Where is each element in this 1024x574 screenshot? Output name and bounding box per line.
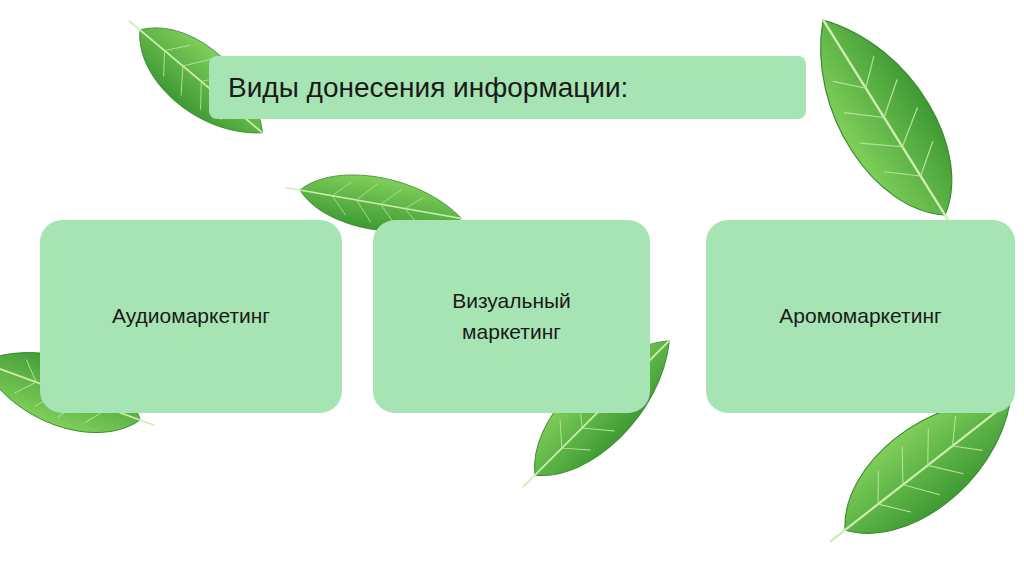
title: Виды донесения информации: bbox=[228, 72, 628, 104]
category-box: Аудиомаркетинг bbox=[40, 220, 342, 413]
category-label: Визуальный маркетинг bbox=[422, 286, 602, 347]
category-box: Визуальный маркетинг bbox=[373, 220, 650, 413]
title-box: Виды донесения информации: bbox=[209, 56, 806, 119]
category-box: Аромомаркетинг bbox=[706, 220, 1015, 413]
leaf bbox=[785, 0, 994, 256]
category-label: Аромомаркетинг bbox=[779, 301, 941, 331]
category-label: Аудиомаркетинг bbox=[112, 301, 270, 331]
